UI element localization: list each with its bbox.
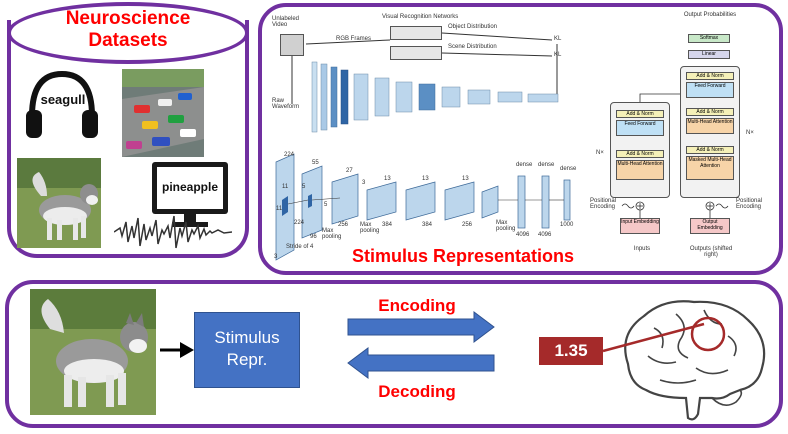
input-embedding-block: Input Embedding [620, 218, 660, 234]
decoder-feed-forward: Feed Forward [686, 82, 734, 98]
cnn-stride-label: Stride of 4 [286, 244, 314, 250]
visual-recognition-label: Visual Recognition Networks [382, 14, 459, 20]
cnn-dense3-size: 1000 [560, 222, 574, 228]
stimulus-repr-line1: Stimulus [214, 328, 280, 347]
linear-block: Linear [688, 50, 730, 59]
object-network-block [390, 26, 442, 40]
cnn-conv1-depth: 96 [310, 234, 317, 240]
unlabeled-video-label: Unlabeled Video [272, 16, 300, 28]
encoder-mha: Multi-Head Attention [616, 160, 664, 180]
cnn-kernel-11-a: 11 [282, 184, 289, 190]
decoder-add-norm-2: Add & Norm [686, 108, 734, 116]
scene-network-block [390, 46, 442, 60]
encoder-add-norm-1: Add & Norm [616, 150, 664, 158]
datasets-title: Neuroscience Datasets [20, 8, 236, 52]
encoding-arrow [347, 311, 495, 343]
waveform-icon [113, 214, 233, 250]
cnn-dense2-size: 4096 [538, 232, 552, 238]
inputs-label: Inputs [633, 246, 651, 252]
stimulus-title: Stimulus Representations [352, 246, 575, 266]
cnn-conv5-depth: 256 [462, 222, 473, 228]
output-embedding-block: Output Embedding [690, 218, 730, 234]
cnn-conv3-size: 13 [384, 176, 391, 182]
encoder-nx-label: N× [596, 150, 604, 156]
cnn-conv2-size: 27 [346, 168, 353, 174]
cnn-conv4-depth: 384 [422, 222, 433, 228]
decoder-nx-label: N× [746, 130, 754, 136]
cnn-dense3-label: dense [560, 166, 577, 172]
video-network-diagram: Unlabeled Video Visual Recognition Netwo… [272, 12, 572, 140]
encoder-add-norm-2: Add & Norm [616, 110, 664, 118]
cnn-kernel-5-a: 5 [302, 184, 306, 190]
decoder-add-norm-1: Add & Norm [686, 146, 734, 154]
positional-encoding-icons [621, 93, 729, 218]
decoder-masked-mha: Masked Multi-Head Attention [686, 156, 734, 180]
cnn-input-size-top: 224 [284, 152, 295, 158]
husky-image-small [17, 158, 101, 248]
cnn-dense1-label: dense [516, 162, 533, 168]
cnn-shapes [275, 153, 571, 261]
datasets-title-line1: Neuroscience [65, 8, 191, 29]
object-distribution-label: Object Distribution [448, 24, 498, 30]
datasets-cylinder-top [7, 2, 249, 64]
monitor-word: pineapple [161, 180, 218, 194]
image-to-repr-arrow [160, 342, 194, 358]
husky-image-large [30, 289, 156, 415]
cnn-dense2-label: dense [538, 162, 555, 168]
cnn-kernel-5-b: 5 [324, 202, 328, 208]
cnn-pool1-label: Max pooling [322, 228, 342, 240]
cnn-dense1-size: 4096 [516, 232, 530, 238]
cnn-conv5-size: 13 [462, 176, 469, 182]
cnn-conv1-size: 55 [312, 160, 319, 166]
video-network-bars [291, 32, 559, 133]
outputs-label: Outputs (shifted right) [689, 246, 733, 258]
brain-icon [602, 300, 766, 421]
cnn-conv3-depth: 384 [382, 222, 393, 228]
cnn-conv2-depth: 256 [338, 222, 349, 228]
stimulus-repr-line2: Repr. [226, 350, 268, 369]
raw-waveform-label: Raw Waveform [272, 98, 300, 110]
datasets-title-line2: Datasets [88, 30, 168, 51]
headphone-word: seagull [40, 92, 86, 107]
stimulus-repr-box: Stimulus Repr. [194, 312, 300, 388]
decoding-arrow [347, 347, 495, 379]
cnn-diagram: 224 224 3 11 11 Stride of 4 55 96 5 5 Ma… [272, 150, 582, 262]
decoder-add-norm-3: Add & Norm [686, 72, 734, 80]
transformer-diagram: Output Probabilities Softmax Linear Add … [590, 10, 770, 265]
cnn-kernel-3-a: 3 [362, 180, 366, 186]
kl-label-top: KL [554, 36, 562, 42]
output-probabilities-label: Output Probabilities [683, 12, 737, 18]
decoder-positional-encoding-label: Positional Encoding [736, 198, 763, 210]
encoder-feed-forward: Feed Forward [616, 120, 664, 136]
racing-cars-image [122, 69, 204, 157]
decoding-label: Decoding [378, 382, 456, 401]
cnn-input-depth: 3 [274, 254, 278, 260]
video-frames [280, 34, 304, 56]
cnn-input-size-bottom: 224 [294, 220, 305, 226]
rgb-frames-label: RGB Frames [336, 36, 372, 42]
scene-distribution-label: Scene Distribution [448, 44, 497, 50]
cnn-pool3-label: Max pooling [496, 220, 516, 232]
encoder-positional-encoding-label: Positional Encoding [590, 198, 617, 210]
kl-label-bottom: KL [554, 52, 562, 58]
brain-value-box: 1.35 [539, 337, 603, 365]
encoding-label: Encoding [378, 296, 456, 315]
cnn-conv4-size: 13 [422, 176, 429, 182]
softmax-block: Softmax [688, 34, 730, 43]
cnn-pool2-label: Max pooling [360, 222, 380, 234]
monitor-icon [150, 160, 230, 230]
cnn-kernel-11-b: 11 [276, 206, 283, 212]
decoder-mha: Multi-Head Attention [686, 118, 734, 134]
headphones-icon [22, 66, 102, 146]
